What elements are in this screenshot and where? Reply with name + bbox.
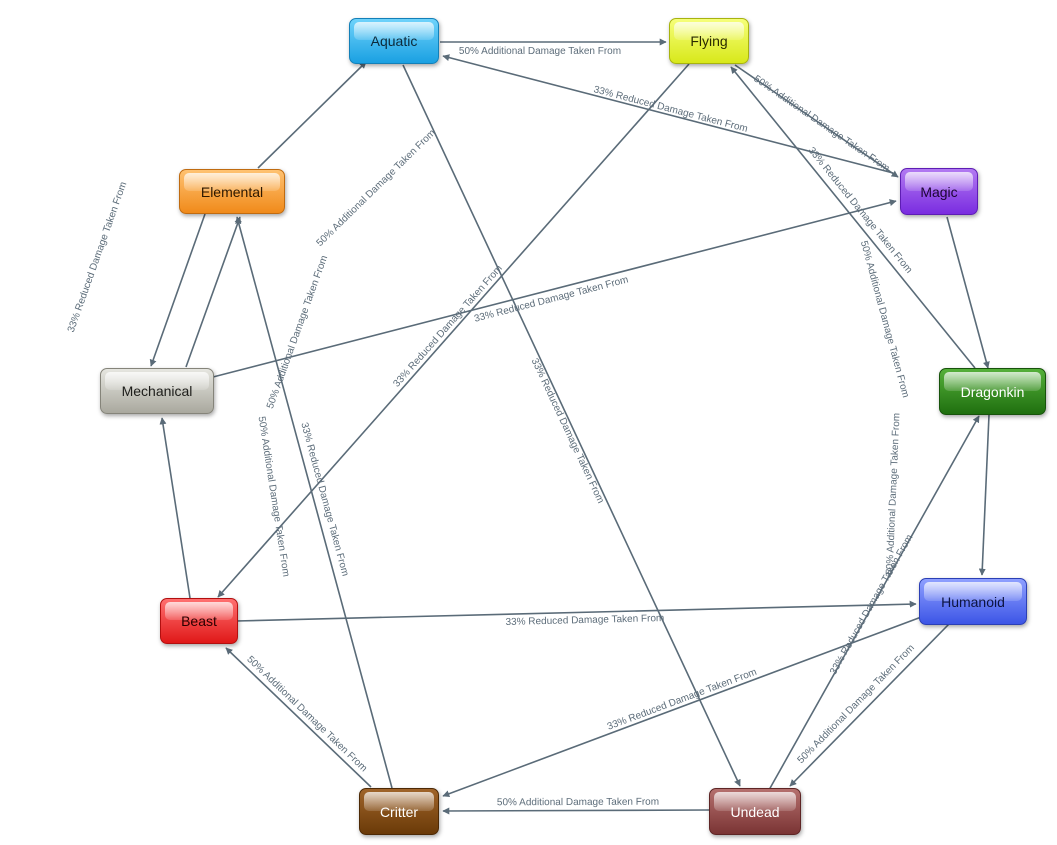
edge-magic-to-dragonkin	[946, 216, 990, 369]
edge-undead-to-dragonkin	[768, 415, 980, 791]
edge-label: 33% Reduced Damage Taken From	[529, 357, 606, 506]
edge-label: 50% Additional Damage Taken From	[315, 128, 438, 249]
edge-elemental-to-mechanical	[149, 213, 206, 367]
node-label: Dragonkin	[960, 383, 1025, 400]
edge-label: 50% Additional Damage Taken From	[497, 797, 659, 809]
node-dragonkin[interactable]: Dragonkin	[939, 368, 1046, 415]
edge-flying-to-beast	[217, 63, 690, 598]
edge-undead-to-critter	[442, 807, 710, 815]
edge-label: 50% Additional Damage Taken From	[244, 654, 369, 774]
edge-humanoid-to-critter	[442, 615, 925, 798]
node-label: Beast	[181, 613, 217, 629]
edge-humanoid-to-undead	[789, 623, 950, 787]
node-flying[interactable]: Flying	[669, 18, 749, 64]
node-label: Magic	[920, 183, 958, 200]
edge-mechanical-to-magic	[212, 199, 897, 378]
node-label: Elemental	[200, 183, 264, 200]
edge-label: 33% Reduced Damage Taken From	[298, 421, 350, 577]
edge-magic-to-aquatic	[442, 54, 894, 174]
node-mechanical[interactable]: Mechanical	[100, 368, 214, 414]
edge-label: 50% Additional Damage Taken From	[796, 643, 917, 766]
node-undead[interactable]: Undead	[709, 788, 801, 835]
node-aquatic[interactable]: Aquatic	[349, 18, 439, 64]
node-critter[interactable]: Critter	[359, 788, 439, 835]
node-label: Undead	[730, 803, 780, 820]
edge-beast-to-humanoid	[235, 600, 917, 622]
edge-flying-to-magic	[734, 64, 899, 178]
edge-dragonkin-to-flying	[730, 66, 976, 369]
node-label: Flying	[690, 33, 728, 49]
edge-label: 50% Additional Damage Taken From	[265, 254, 330, 410]
edge-label: 50% Additional Damage Taken From	[459, 46, 621, 57]
edge-critter-to-elemental	[235, 216, 393, 789]
node-humanoid[interactable]: Humanoid	[919, 578, 1027, 625]
edge-aquatic-to-undead	[402, 64, 741, 787]
edge-label: 50% Additional Damage Taken From	[256, 416, 292, 578]
edge-label: 33% Reduced Damage Taken From	[592, 84, 748, 135]
node-elemental[interactable]: Elemental	[179, 169, 285, 214]
edge-elemental-to-aquatic	[257, 61, 367, 169]
edge-label: 33% Reduced Damage Taken From	[66, 181, 130, 334]
edge-critter-to-beast	[225, 647, 372, 788]
edge-label: 33% Reduced Damage Taken From	[606, 667, 759, 733]
node-label: Critter	[379, 803, 419, 820]
node-beast[interactable]: Beast	[160, 598, 238, 644]
edge-mechanical-to-elemental	[185, 216, 242, 368]
node-magic[interactable]: Magic	[900, 168, 978, 215]
edge-label: 33% Reduced Damage Taken From	[505, 613, 664, 628]
node-label: Humanoid	[941, 593, 1005, 610]
node-label: Aquatic	[370, 33, 418, 49]
node-label: Mechanical	[121, 383, 193, 399]
edge-dragonkin-to-humanoid	[978, 414, 990, 576]
edge-beast-to-mechanical	[159, 417, 191, 599]
